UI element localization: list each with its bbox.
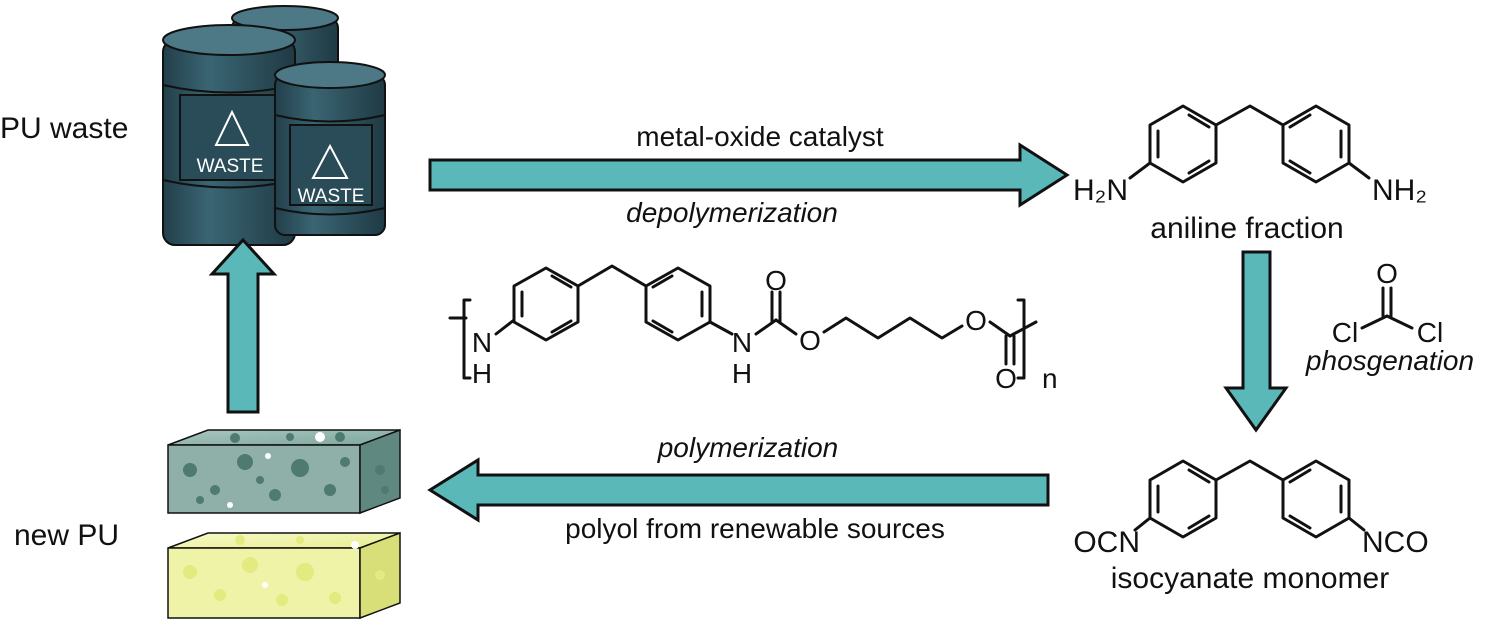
recycle-up-arrow: [208, 237, 278, 414]
nco-group-label: NCO: [1362, 526, 1429, 559]
hazard-triangle-icon: [311, 143, 349, 179]
new-pu-foam-illustration: [167, 428, 401, 620]
barrel-waste-label: WASTE: [298, 186, 365, 207]
ester-o-double-label: O: [995, 363, 1017, 394]
carbamate-h-label: H: [732, 358, 752, 389]
h2n-group-label: H₂N: [1073, 174, 1128, 207]
repeat-n-label: n: [1042, 363, 1058, 394]
depolymerization-label: depolymerization: [626, 197, 838, 228]
polyurethane-repeat-unit: N H N H O O O O n: [448, 264, 1058, 394]
barrel-waste-label: WASTE: [197, 156, 264, 177]
phosgenation-label: phosgenation: [1305, 345, 1474, 376]
pu-waste-label: PU waste: [0, 112, 128, 145]
barrel-front: WASTE: [274, 61, 386, 236]
polymerization-label: polymerization: [657, 432, 839, 463]
isocyanate-monomer-label: isocyanate monomer: [1111, 562, 1389, 595]
nh2-group-label: NH₂: [1372, 174, 1427, 207]
new-pu-label: new PU: [14, 519, 119, 552]
hazard-triangle-icon: [214, 109, 250, 146]
phosgene-cl-left-label: Cl: [1332, 317, 1358, 348]
ocn-group-label: OCN: [1073, 526, 1140, 559]
polyol-label: polyol from renewable sources: [565, 513, 945, 544]
ester-o-left-label: O: [799, 325, 821, 356]
carbamate-o-double-label: O: [765, 265, 787, 296]
catalyst-label: metal-oxide catalyst: [636, 121, 884, 152]
phosgene-structure: O Cl Cl: [1332, 258, 1443, 348]
amine-n-left-label: N: [472, 327, 492, 358]
waste-barrels-illustration: WASTE WASTE: [162, 5, 386, 246]
depolymerization-arrow: [428, 142, 1070, 208]
carbamate-n-label: N: [732, 327, 752, 358]
aniline-structure: H₂N NH₂: [1073, 104, 1427, 207]
ester-o-right-label: O: [965, 305, 987, 336]
phosgenation-arrow: [1223, 250, 1289, 433]
phosgene-oxygen-label: O: [1376, 258, 1398, 289]
isocyanate-structure: OCN NCO: [1073, 459, 1429, 559]
polymerization-arrow: [427, 457, 1050, 523]
yellow-foam-block: [167, 531, 401, 620]
green-foam-block: [167, 428, 401, 515]
phosgene-cl-right-label: Cl: [1417, 317, 1443, 348]
amine-h-left-label: H: [472, 358, 492, 389]
aniline-fraction-label: aniline fraction: [1150, 212, 1343, 245]
